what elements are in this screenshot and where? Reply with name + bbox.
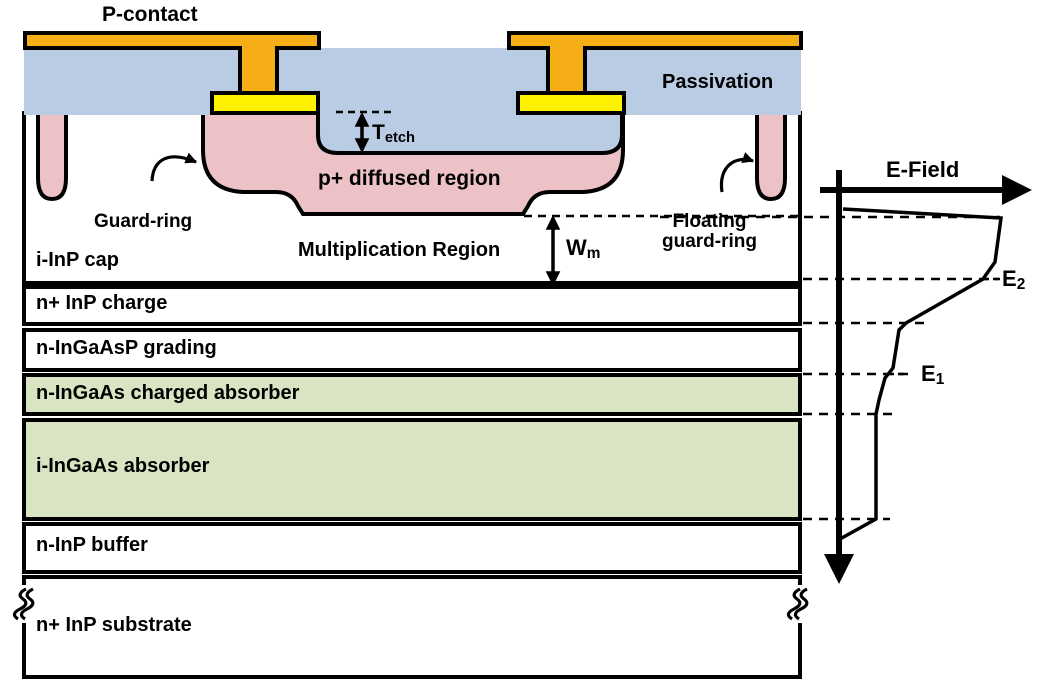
t-etch-label: Tetch bbox=[372, 121, 416, 147]
etched-recess-outline bbox=[316, 113, 624, 155]
wm-label: Wm bbox=[566, 235, 601, 263]
efield-axes bbox=[820, 170, 1032, 584]
layer-rect-ingaasp-grading bbox=[22, 328, 802, 372]
layer-stack bbox=[22, 111, 802, 679]
floating-guard-ring-label-line1: Floating bbox=[672, 211, 747, 232]
layer-label-ingaasp-grading: n-InGaAsP grading bbox=[36, 337, 217, 359]
layer-label-ingaas-charged: n-InGaAs charged absorber bbox=[36, 382, 300, 404]
multiplication-region-label: Multiplication Region bbox=[298, 239, 501, 261]
wm-label-base: W bbox=[566, 235, 587, 260]
ohmic-pad-left bbox=[210, 91, 320, 115]
layer-label-inp-cap: i-InP cap bbox=[36, 249, 119, 271]
efield-annotation-E2: E2 bbox=[1002, 266, 1026, 294]
layer-rect-ingaas-charged bbox=[22, 373, 802, 416]
layer-label-ingaas-absorber: i-InGaAs absorber bbox=[36, 455, 210, 477]
t-etch-label-base: T bbox=[372, 121, 385, 144]
p-diffused-region-label: p+ diffused region bbox=[318, 167, 501, 190]
substrate-break-left bbox=[12, 585, 36, 623]
layer-rect-inp-charge bbox=[22, 285, 802, 326]
layer-rect-ingaas-absorber bbox=[22, 418, 802, 521]
substrate-break-right bbox=[786, 585, 811, 623]
layer-label-inp-charge: n+ InP charge bbox=[36, 292, 168, 314]
floating-guard-ring-leader bbox=[719, 152, 755, 193]
layer-rect-inp-substrate bbox=[22, 575, 802, 679]
efield-annotation-E2-base: E bbox=[1002, 266, 1017, 291]
guard-ring-leader bbox=[150, 152, 198, 182]
floating-guard-ring-right bbox=[755, 113, 787, 202]
efield-annotation-E1: E1 bbox=[921, 361, 945, 389]
etched-recess-fill bbox=[318, 113, 622, 153]
efield-profile-curve bbox=[839, 207, 1003, 541]
wm-label-sub: m bbox=[586, 245, 601, 263]
efield-annotation-E1-sub: 1 bbox=[935, 371, 945, 389]
ohmic-pad-right bbox=[516, 91, 626, 115]
guard-ring-label: Guard-ring bbox=[94, 211, 193, 232]
t-etch-label-sub: etch bbox=[384, 130, 416, 147]
efield-annotation-E1-base: E bbox=[921, 361, 936, 386]
efield-annotation-E2-sub: 2 bbox=[1016, 276, 1026, 294]
floating-guard-ring-label-line2: guard-ring bbox=[662, 230, 757, 252]
p-contact-label: P-contact bbox=[102, 3, 198, 26]
efield-title: E-Field bbox=[886, 157, 960, 182]
passivation-label: Passivation bbox=[662, 71, 774, 93]
floating-guard-ring-left bbox=[36, 113, 68, 202]
layer-label-inp-substrate: n+ InP substrate bbox=[36, 614, 192, 636]
layer-rect-inp-buffer bbox=[22, 522, 802, 574]
passivation-block bbox=[24, 48, 801, 115]
floating-guard-ring-label: Floating guard-ring bbox=[662, 212, 757, 252]
layer-label-inp-buffer: n-InP buffer bbox=[36, 534, 148, 556]
